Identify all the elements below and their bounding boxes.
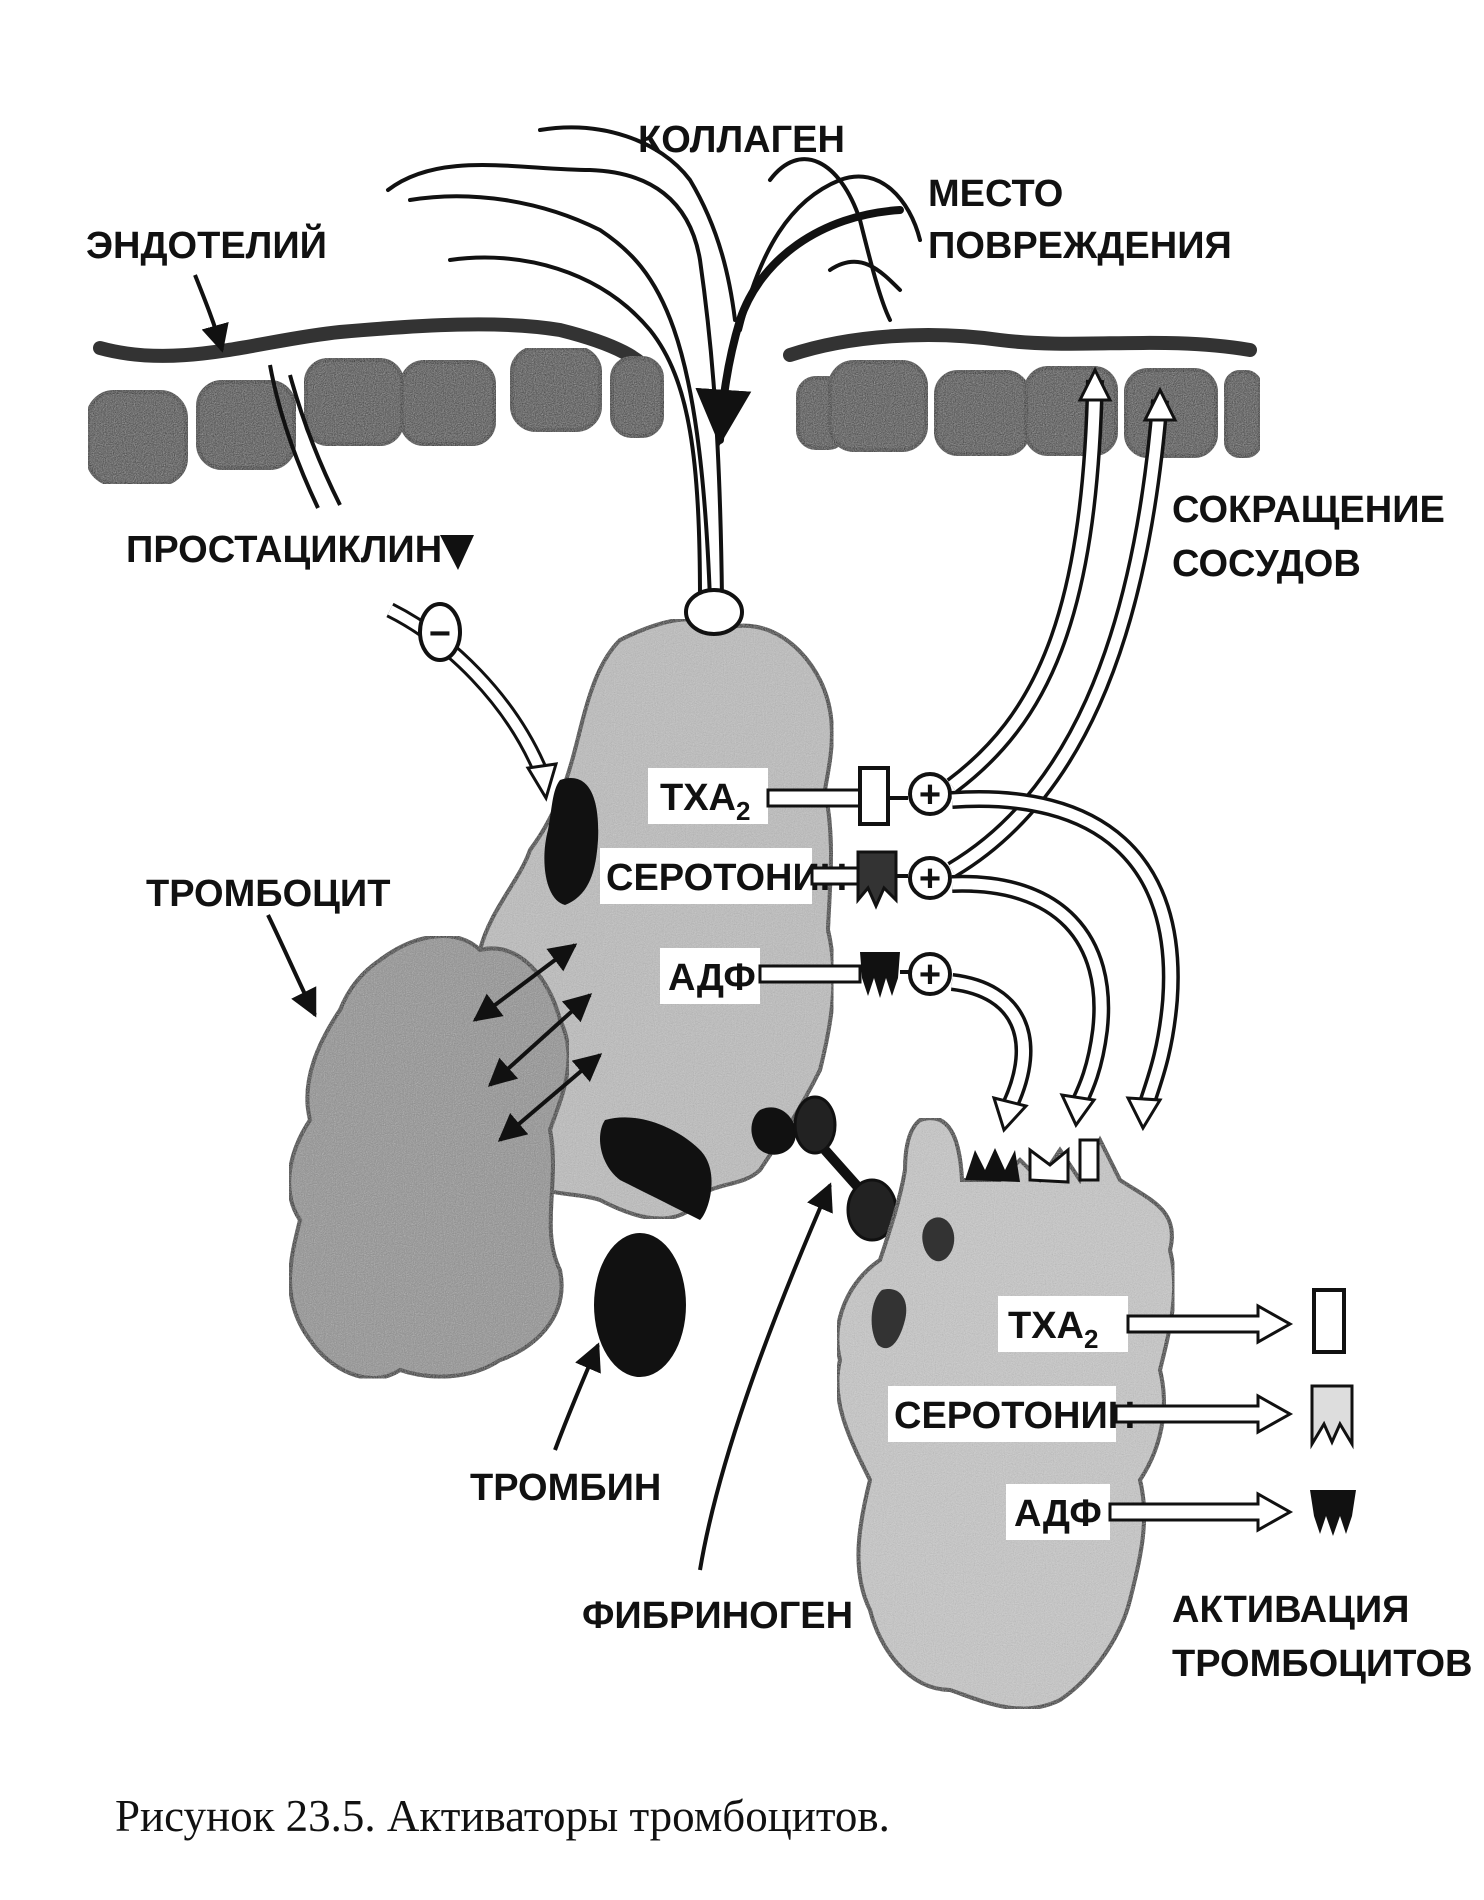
endothelial-cell <box>196 380 296 470</box>
granule-dark <box>751 1107 796 1155</box>
svg-text:+: + <box>919 954 941 996</box>
txa2-secretion-label-box <box>998 1296 1128 1352</box>
stimulate-sign-txa2: + <box>908 772 952 816</box>
svg-text:+: + <box>919 858 941 900</box>
txa2-label-box <box>648 768 768 824</box>
inhibit-sign-prostacyclin: − <box>418 602 462 662</box>
thrombin-particle <box>594 1233 686 1377</box>
serotonin-secretion-label: СЕРОТОНИН <box>894 1395 1135 1437</box>
receptor-row <box>965 1138 1100 1184</box>
endothelial-cell <box>400 360 496 446</box>
endothelium-pointer-arrow <box>193 274 229 353</box>
adp-secretion-label: АДФ <box>1014 1493 1102 1535</box>
serotonin-secreted-icon <box>1310 1384 1354 1450</box>
txa2-release-tube <box>766 788 862 808</box>
adp-molecule-icon <box>860 952 900 998</box>
mediator-release-panel: TXA2 СЕРОТОНИН АДФ + + + <box>600 766 952 1004</box>
serotonin-release-tube <box>810 866 860 886</box>
granule-dark <box>600 1117 712 1220</box>
svg-text:+: + <box>919 774 941 816</box>
serotonin-label-box <box>600 848 812 904</box>
platelet-left <box>287 934 571 1381</box>
txa2-secreted-icon <box>1312 1288 1346 1354</box>
endothelial-cell <box>510 346 602 432</box>
figure-caption: Рисунок 23.5. Активаторы тромбоцитов. <box>115 1791 890 1841</box>
prostacyclin-label: ПРОСТАЦИКЛИН <box>126 529 442 571</box>
adp-secreted-icon <box>1310 1490 1356 1536</box>
injury-site-arrow <box>695 206 904 446</box>
prostacyclin-inhibition-arrow <box>386 602 548 774</box>
vasoconstriction-label-1: СОКРАЩЕНИЕ <box>1172 489 1445 531</box>
stimulate-sign-adp: + <box>908 952 952 996</box>
adp-release-tube <box>758 964 862 984</box>
serotonin-molecule-icon <box>856 850 898 910</box>
granule-dark <box>922 1217 955 1262</box>
endothelium-label: ЭНДОТЕЛИЙ <box>86 222 327 267</box>
endothelial-cell <box>934 370 1030 456</box>
vasoconstriction-label-2: СОСУДОВ <box>1172 543 1361 585</box>
granule-dark <box>871 1289 907 1349</box>
collagen-label: КОЛЛАГЕН <box>638 119 845 161</box>
collagen-attachment <box>684 588 744 636</box>
adp-receptor-bound-icon <box>965 1148 1020 1182</box>
serotonin-secretion-arrow <box>1114 1393 1294 1435</box>
txa2-secretion-label: TXA2 <box>1008 1305 1098 1354</box>
platelet-activation-label-2: ТРОМБОЦИТОВ <box>1172 1643 1472 1685</box>
txa2-secretion-arrow <box>1126 1303 1294 1345</box>
platelet-activation-label-1: АКТИВАЦИЯ <box>1172 1589 1409 1631</box>
txa2-molecule-icon <box>858 766 890 826</box>
adp-secretion-arrow <box>1108 1491 1294 1533</box>
txa2-receptor-icon <box>1078 1138 1100 1182</box>
endothelial-cell <box>1224 370 1262 458</box>
adp-label: АДФ <box>668 957 756 999</box>
endothelial-cell <box>828 360 928 452</box>
injury-site-label-1: МЕСТО <box>928 173 1063 215</box>
adp-label-box <box>660 948 760 1004</box>
serotonin-label: СЕРОТОНИН <box>606 857 847 899</box>
endothelium-surface-left <box>93 317 657 379</box>
fibrinogen-pointer-arrow <box>698 1182 833 1571</box>
svg-text:−: − <box>429 613 451 655</box>
serotonin-secretion-label-box <box>888 1386 1116 1442</box>
adp-secretion-label-box <box>1006 1484 1110 1540</box>
thrombin-label: ТРОМБИН <box>470 1467 661 1509</box>
fibrinogen-bridge <box>793 1095 898 1242</box>
platelet-interaction-arrows <box>472 943 603 1142</box>
activation-pathway-arrows <box>386 366 1180 1133</box>
stimulate-sign-serotonin: + <box>908 856 952 900</box>
platelet-pointer-arrow <box>266 914 317 1018</box>
injury-site-label-2: ПОВРЕЖДЕНИЯ <box>928 225 1232 267</box>
endothelial-cell <box>610 356 664 438</box>
prostacyclin-molecule-icon <box>440 535 474 570</box>
txa2-label: TXA2 <box>660 777 750 826</box>
fibrinogen-label: ФИБРИНОГЕН <box>582 1595 853 1637</box>
prostacyclin-release-lines <box>268 364 342 509</box>
serotonin-receptor-icon <box>1028 1146 1070 1184</box>
endothelium-surface-right <box>783 328 1257 362</box>
granule-dark <box>544 778 599 905</box>
platelet-label: ТРОМБОЦИТ <box>146 873 390 915</box>
endothelial-cell <box>86 390 188 486</box>
secretion-panel: TXA2 СЕРОТОНИН АДФ <box>888 1288 1356 1540</box>
endothelial-cell <box>304 358 404 446</box>
thrombin-pointer-arrow <box>553 1342 601 1451</box>
